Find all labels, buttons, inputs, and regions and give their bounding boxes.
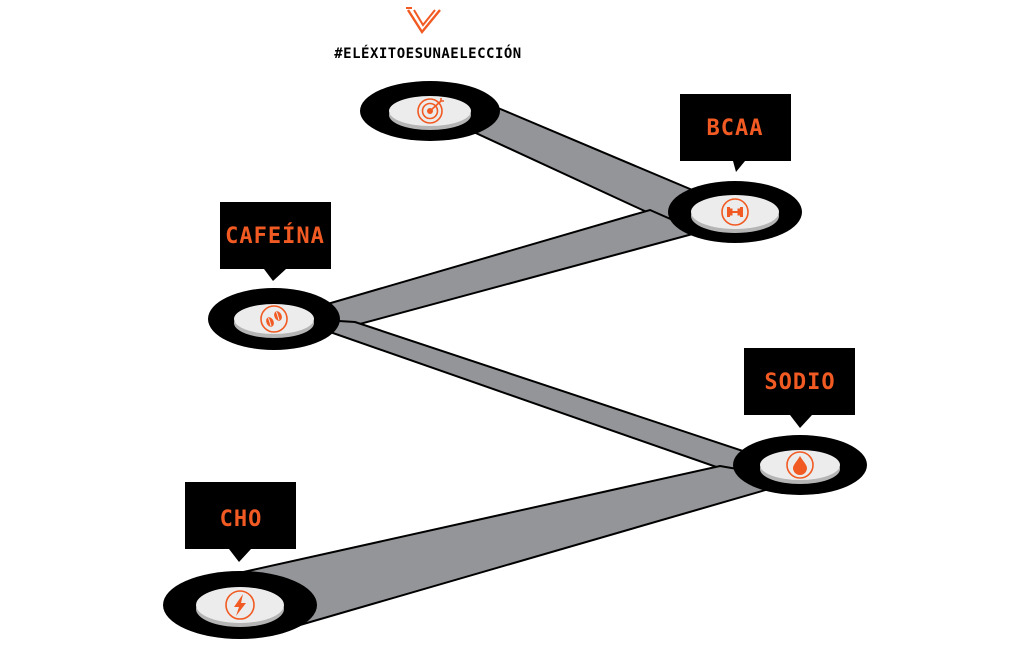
node-goal [360, 81, 500, 141]
target-icon [417, 98, 444, 124]
path-segment-bcaa-cafeina [296, 208, 703, 330]
callout-label-sodio: SODIO [764, 370, 835, 395]
hashtag-text: #ELÉXITOESUNAELECCIÓN [334, 44, 522, 62]
callout-box [744, 348, 855, 415]
chevron-check-logo [406, 7, 441, 35]
callout-box [680, 94, 791, 161]
node-cho [163, 571, 317, 639]
callout-label-bcaa: BCAA [707, 116, 764, 141]
callout-pointer [264, 269, 286, 281]
callout-pointer [229, 549, 251, 562]
callout-cho: CHO [185, 482, 296, 562]
path-segment-cafeina-sodio [289, 317, 801, 471]
dumbbell-icon [727, 207, 743, 217]
node-sodio [733, 435, 867, 495]
callout-label-cafeina: CAFEÍNA [225, 223, 325, 249]
water-drop-icon [793, 456, 807, 475]
callout-cafeina: CAFEÍNA [220, 202, 331, 281]
callout-box [185, 482, 296, 549]
node-bcaa [668, 181, 802, 243]
node-disc [234, 304, 314, 334]
callout-label-cho: CHO [220, 507, 263, 532]
callout-pointer [733, 161, 745, 172]
callout-sodio: SODIO [744, 348, 855, 428]
node-cafeina [208, 288, 340, 350]
lightning-icon [234, 594, 246, 616]
callout-box [220, 202, 331, 269]
coffee-bean-icon [266, 311, 282, 327]
callout-bcaa: BCAA [680, 94, 791, 172]
callout-pointer [790, 415, 812, 428]
